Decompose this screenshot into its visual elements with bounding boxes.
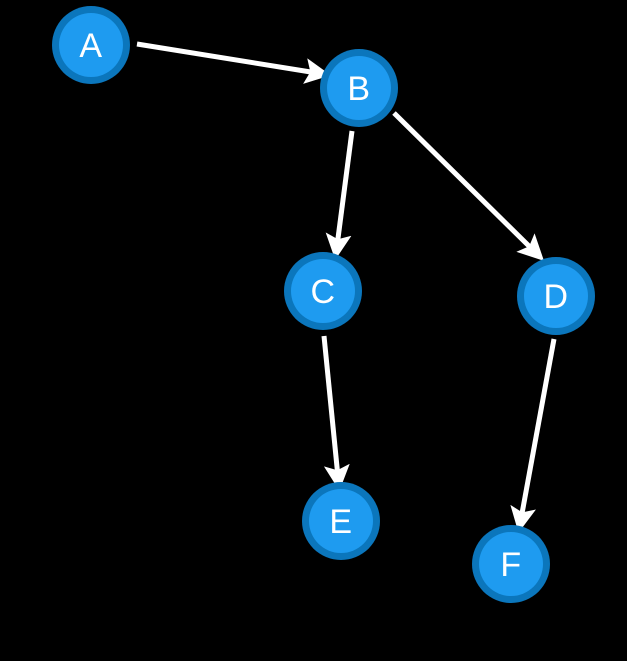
edges-layer <box>136 41 557 533</box>
graph-node-a[interactable]: A <box>52 6 130 84</box>
graph-edge-a-b <box>136 41 331 84</box>
node-fill <box>524 264 588 328</box>
graph-edge-b-c <box>325 130 355 260</box>
node-fill <box>59 13 123 77</box>
graph-node-b[interactable]: B <box>320 49 398 127</box>
graph-node-c[interactable]: C <box>284 252 362 330</box>
graph-node-f[interactable]: F <box>472 525 550 603</box>
graph-edge-b-d <box>392 111 544 261</box>
graph-edge-d-f <box>510 338 557 533</box>
node-fill <box>479 532 543 596</box>
node-fill <box>327 56 391 120</box>
node-fill <box>309 489 373 553</box>
nodes-layer: A B C D E F <box>52 6 595 603</box>
graph-node-d[interactable]: D <box>517 257 595 335</box>
graph-node-e[interactable]: E <box>302 482 380 560</box>
graph-edge-c-e <box>321 335 350 491</box>
node-fill <box>291 259 355 323</box>
